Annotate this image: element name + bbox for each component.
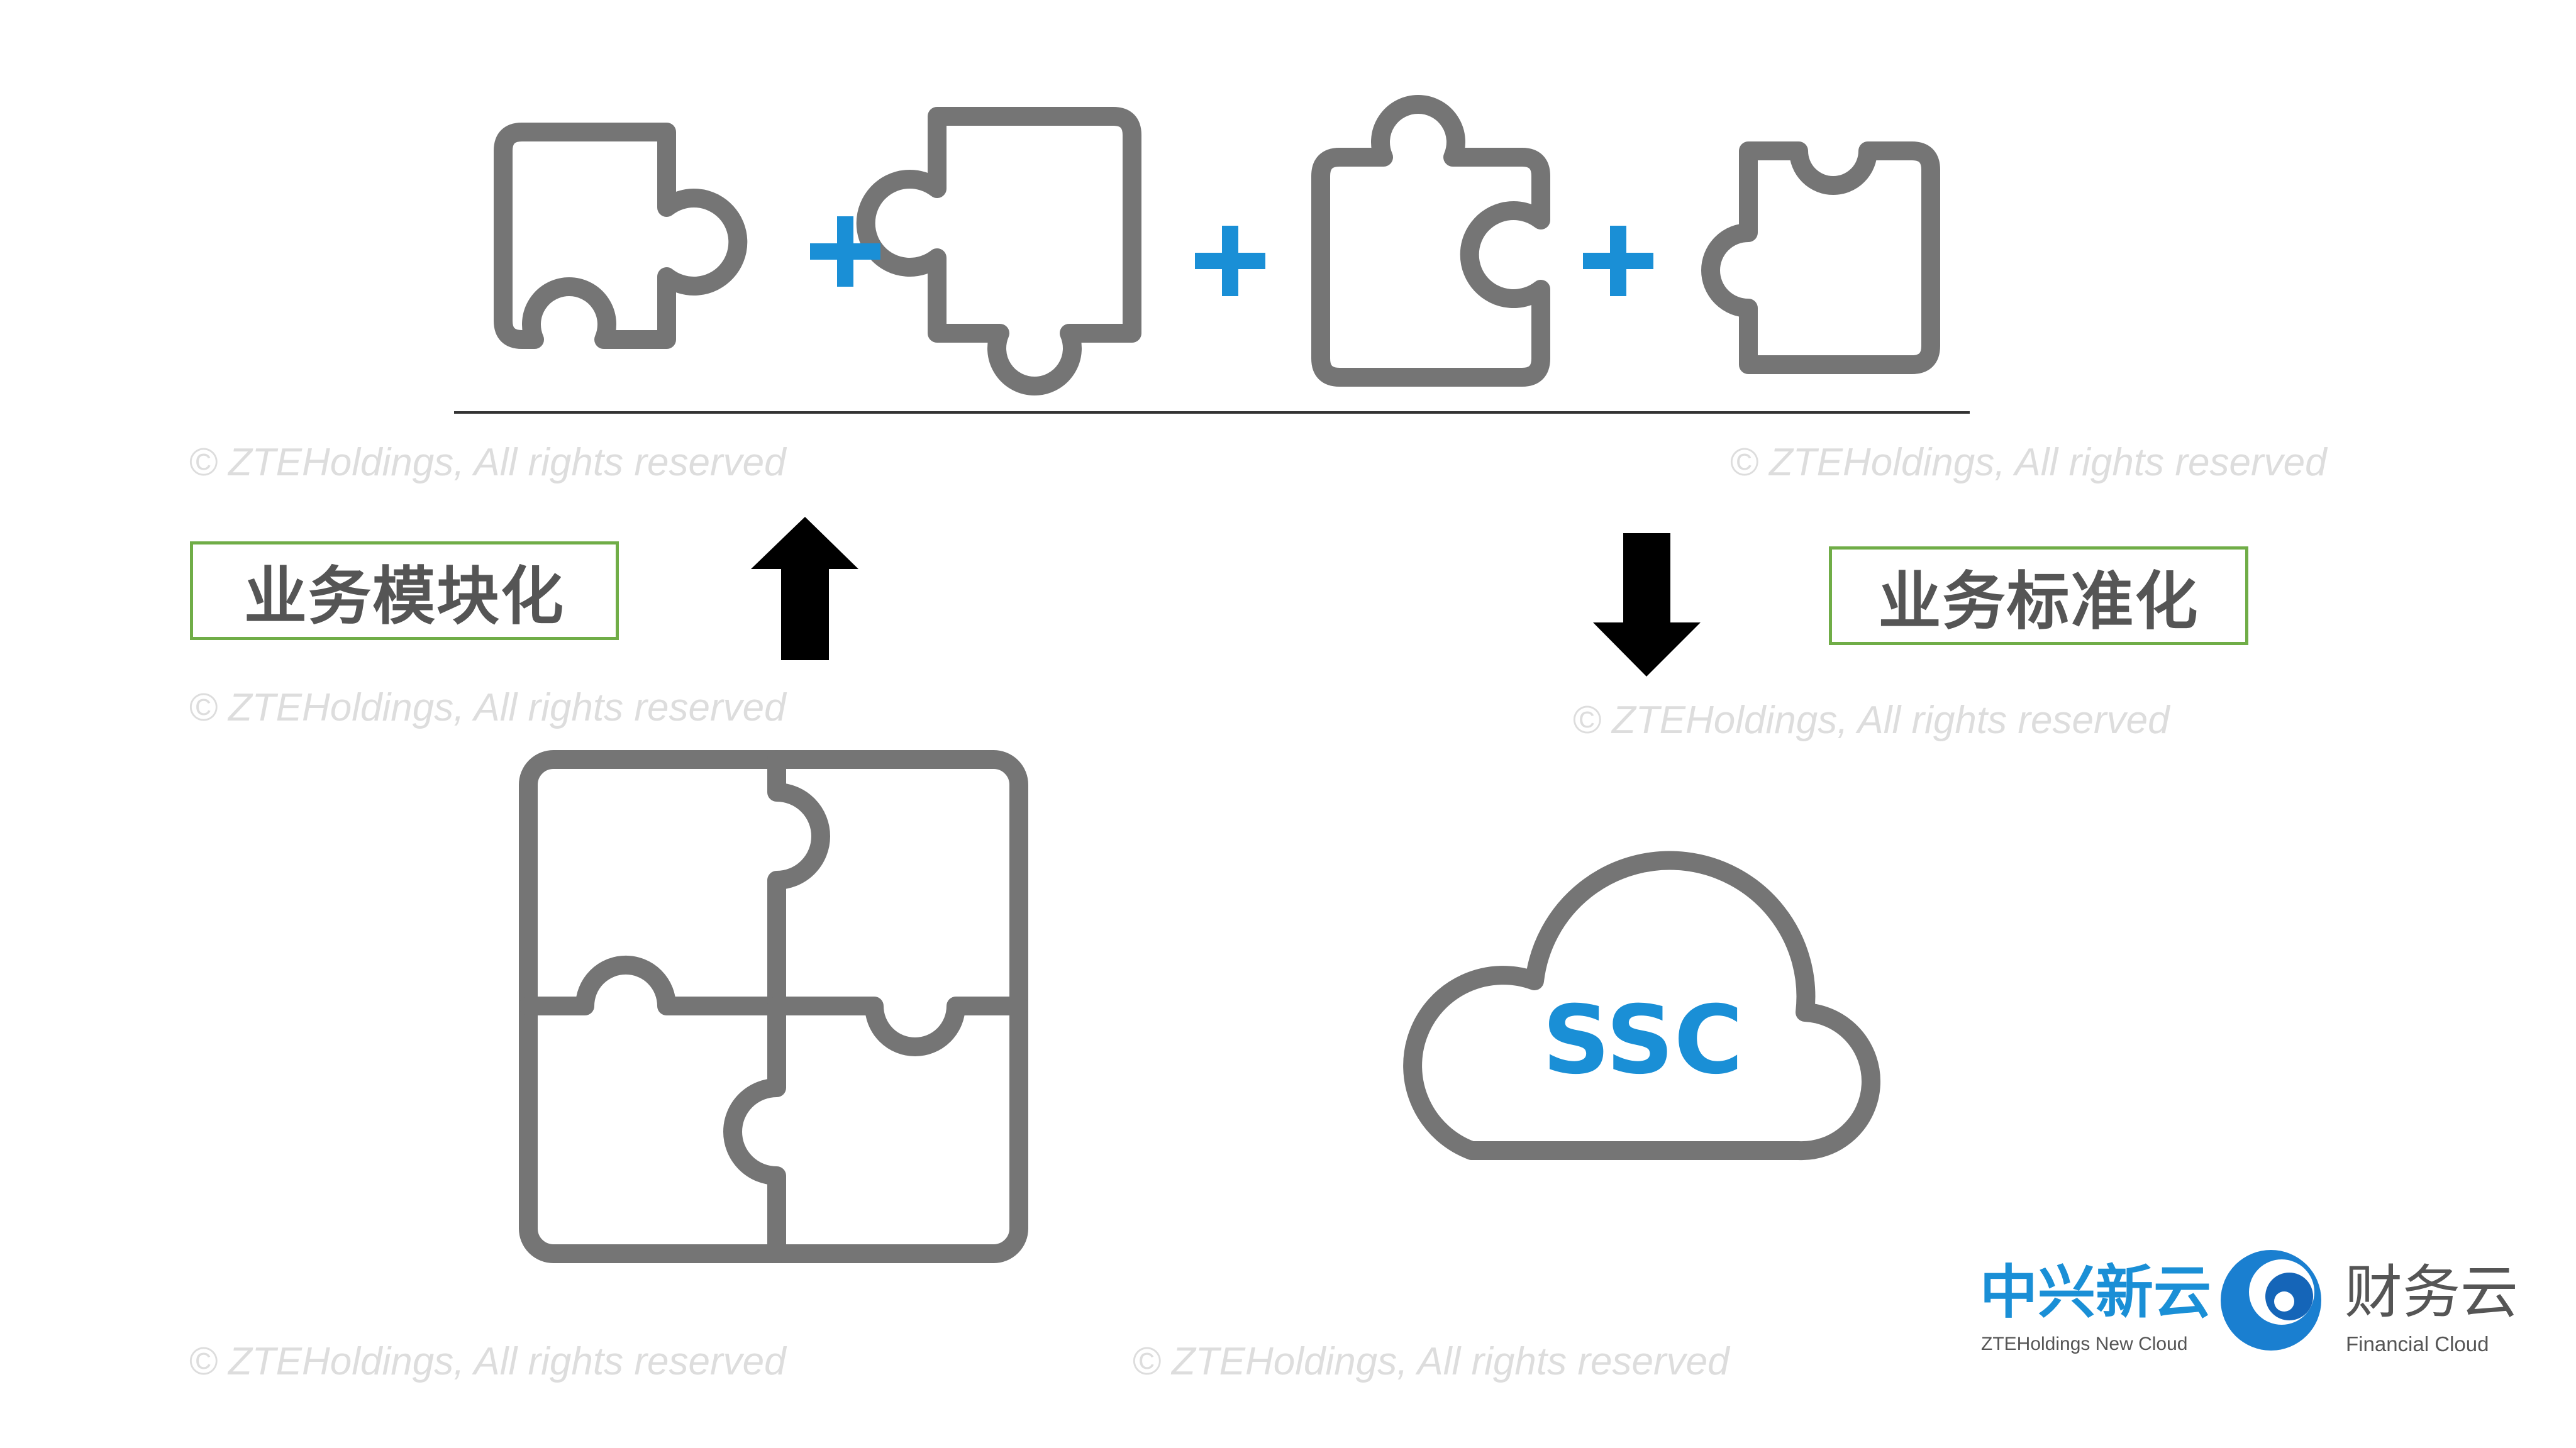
cloud-label: SSC: [1542, 986, 1743, 1095]
logo-swirl-icon: [2221, 1250, 2321, 1351]
watermark: © ZTEHoldings, All rights reserved: [1132, 1340, 1729, 1383]
puzzle-piece-2: [856, 107, 1141, 395]
watermark: © ZTEHoldings, All rights reserved: [189, 1340, 786, 1383]
puzzle-piece-3: [1311, 95, 1550, 387]
cloud-icon: [1403, 851, 1881, 1161]
assembled-puzzle-icon: [519, 750, 1028, 1263]
watermark: © ZTEHoldings, All rights reserved: [189, 686, 786, 729]
logo-left-en: ZTEHoldings New Cloud: [1981, 1334, 2188, 1354]
logo-right-cn: 财务云: [2345, 1259, 2519, 1326]
arrow-up-icon: [751, 517, 858, 660]
arrow-down-icon: [1593, 533, 1701, 677]
label-standardization: 业务标准化: [1829, 546, 2248, 645]
watermark: © ZTEHoldings, All rights reserved: [189, 441, 786, 484]
puzzle-piece-4: [1701, 141, 1940, 374]
watermark: © ZTEHoldings, All rights reserved: [1572, 699, 2170, 742]
label-modularization: 业务模块化: [190, 541, 619, 640]
logo-left-cn: 中兴新云: [1980, 1259, 2212, 1326]
watermark: © ZTEHoldings, All rights reserved: [1729, 441, 2327, 484]
plus-icon: [810, 216, 1653, 296]
puzzle-piece-1: [494, 123, 748, 349]
logo-right-en: Financial Cloud: [2346, 1332, 2489, 1356]
